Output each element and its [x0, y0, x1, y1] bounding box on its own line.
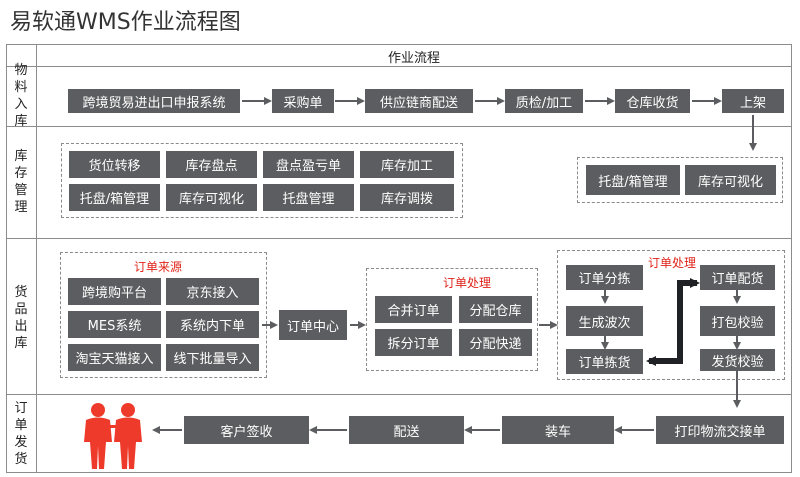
inbound-step-shelving: 上架	[722, 89, 784, 113]
order-source-group	[60, 252, 267, 378]
inventory-item: 库存调拨	[360, 184, 454, 211]
inventory-item: 托盘管理	[263, 184, 354, 211]
inbound-step-inspection: 质检/加工	[505, 89, 583, 113]
shipping-step-customer-signoff: 客户签收	[184, 416, 309, 444]
diagram-frame	[6, 44, 792, 473]
order-pick-step: 订单拣货	[566, 349, 643, 374]
inventory-item: 库存盘点	[166, 151, 257, 178]
inventory-item: 库存加工	[360, 151, 454, 178]
inventory-right-item: 库存可视化	[685, 165, 776, 195]
inventory-right-item: 托盘/箱管理	[586, 165, 680, 195]
order-process-item: 分配仓库	[459, 296, 532, 323]
order-process-label: 订单处理	[440, 274, 495, 291]
divider	[6, 66, 792, 67]
order-process-item: 拆分订单	[375, 329, 452, 356]
order-pack-step: 订单配货	[700, 265, 775, 290]
order-process-group-2	[557, 250, 785, 380]
row-label-shipping: 订单发货	[14, 401, 28, 467]
order-source-item: 线下批量导入	[166, 344, 259, 371]
divider	[6, 238, 792, 239]
row-label-outbound: 货品出库	[14, 285, 28, 351]
order-pick-step: 订单分拣	[566, 265, 643, 290]
inventory-item: 货位转移	[69, 151, 160, 178]
shipping-step-delivery: 配送	[349, 416, 464, 444]
inventory-item: 盘点盈亏单	[263, 151, 354, 178]
order-pack-step: 发货校验	[700, 349, 775, 371]
label-column-divider	[36, 44, 37, 473]
inbound-step-customs: 跨境贸易进出口申报系统	[68, 89, 240, 113]
divider	[6, 126, 792, 127]
order-source-item: MES系统	[68, 311, 161, 338]
inventory-item: 托盘/箱管理	[69, 184, 160, 211]
inbound-step-supplier-delivery: 供应链商配送	[365, 89, 473, 113]
order-source-item: 系统内下单	[166, 311, 259, 338]
inbound-step-receiving: 仓库收货	[615, 89, 690, 113]
order-process-label: 订单处理	[645, 254, 700, 271]
divider	[6, 394, 792, 395]
shipping-step-loading: 装车	[502, 416, 614, 444]
customers-icon	[84, 403, 142, 469]
page-title: 易软通WMS作业流程图	[10, 10, 241, 35]
order-process-item: 分配快递	[459, 329, 532, 356]
order-source-item: 跨境购平台	[68, 278, 161, 305]
order-source-label: 订单来源	[131, 258, 186, 275]
inbound-step-purchase-order: 采购单	[272, 89, 334, 113]
order-center: 订单中心	[279, 310, 347, 340]
row-label-inbound: 物料入库	[14, 63, 28, 129]
order-source-item: 淘宝天猫接入	[68, 344, 161, 371]
order-process-group-1	[366, 268, 538, 371]
order-process-item: 合并订单	[375, 296, 452, 323]
order-source-item: 京东接入	[166, 278, 259, 305]
shipping-step-print-handover: 打印物流交接单	[656, 416, 784, 444]
inventory-group	[61, 143, 463, 218]
inventory-item: 库存可视化	[166, 184, 257, 211]
order-pick-step: 生成波次	[566, 306, 643, 336]
order-pack-step: 打包校验	[700, 306, 775, 336]
row-label-inventory: 库存管理	[14, 149, 28, 215]
inventory-right-group	[577, 157, 783, 203]
flow-header: 作业流程	[387, 51, 440, 66]
